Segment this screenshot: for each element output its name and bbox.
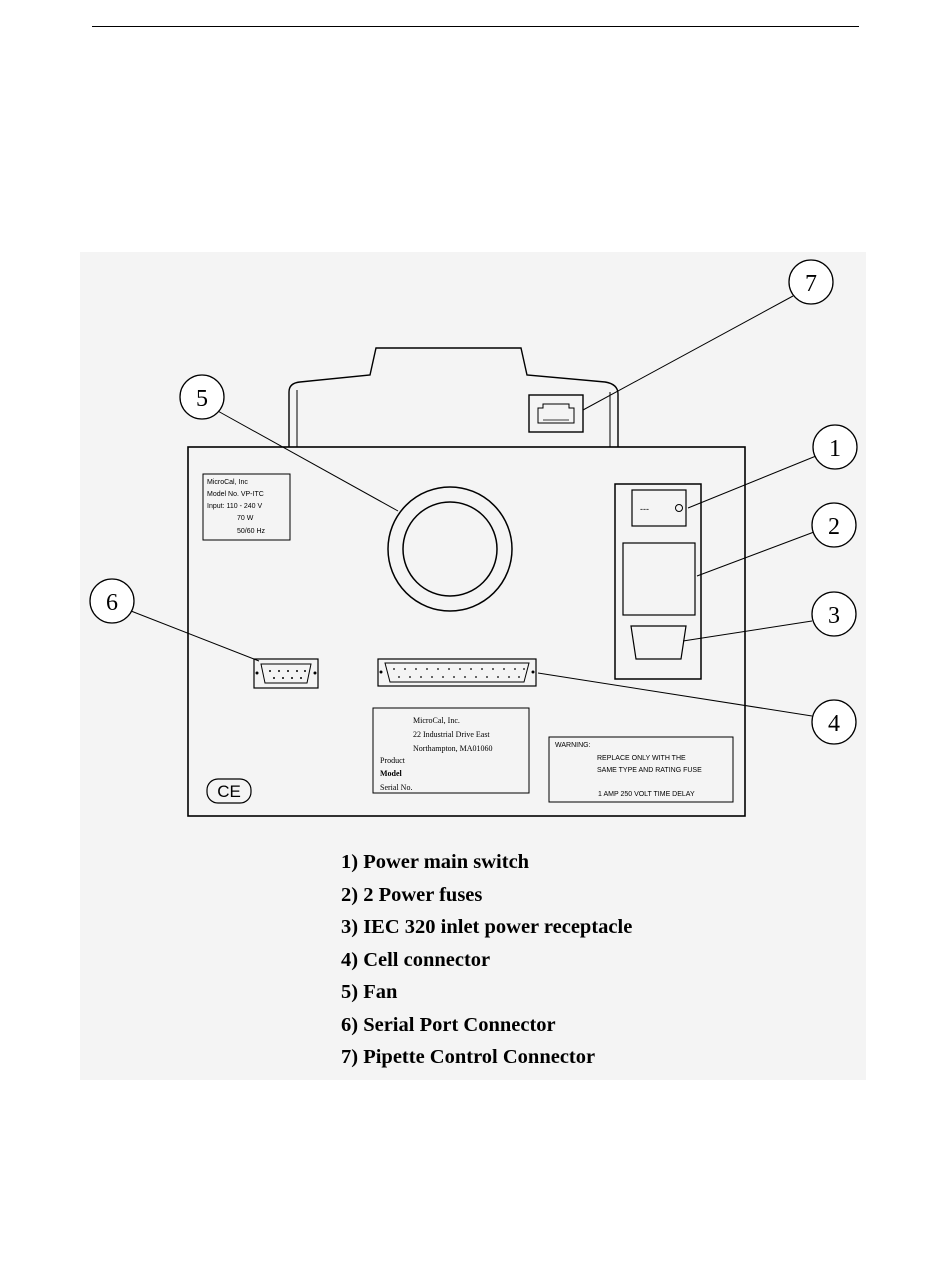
top-housing	[288, 347, 619, 447]
legend-item: 3) IEC 320 inlet power receptacle	[341, 916, 633, 938]
power-entry-module: ---	[614, 483, 702, 680]
rating-line-1: MicroCal, Inc	[207, 479, 248, 486]
callout-6-label: 6	[106, 590, 118, 616]
fuse-holder	[622, 542, 696, 616]
callout-1-label: 1	[829, 436, 841, 462]
callout-7-label: 7	[805, 271, 817, 297]
warning-line-1: REPLACE ONLY WITH THE	[597, 755, 686, 762]
rating-line-3: Input: 110 - 240 V	[207, 503, 262, 510]
rating-plate: MicroCal, Inc Model No. VP-ITC Input: 11…	[202, 473, 291, 541]
address-company: MicroCal, Inc.	[413, 716, 460, 725]
callout-3: 3	[811, 591, 857, 637]
leader-2	[696, 531, 815, 577]
leader-5	[215, 409, 399, 512]
rating-line-4: 70 W	[237, 515, 254, 522]
address-city: Northampton, MA01060	[413, 744, 493, 753]
legend-item: 5) Fan	[341, 981, 398, 1003]
cell-connector	[377, 658, 537, 687]
address-model: Model	[380, 769, 403, 778]
leader-6	[130, 610, 260, 662]
legend-item: 4) Cell connector	[341, 948, 491, 971]
fan	[387, 486, 513, 612]
callout-2-label: 2	[828, 514, 840, 540]
callout-7: 7	[788, 259, 834, 305]
leader-7	[582, 295, 794, 411]
callout-1: 1	[812, 424, 858, 470]
callout-2: 2	[811, 502, 857, 548]
switch-label: ---	[640, 504, 649, 514]
rating-line-5: 50/60 Hz	[237, 528, 266, 535]
legend-item: 2) 2 Power fuses	[341, 883, 483, 906]
warning-label: WARNING: REPLACE ONLY WITH THE SAME TYPE…	[548, 736, 734, 803]
power-main-switch	[631, 489, 687, 527]
address-street: 22 Industrial Drive East	[413, 730, 490, 739]
header-rule	[92, 26, 859, 27]
ce-mark: CE	[206, 778, 252, 804]
warning-line-2: SAME TYPE AND RATING FUSE	[597, 767, 702, 774]
leader-4	[537, 672, 813, 717]
warning-line-3: 1 AMP 250 VOLT TIME DELAY	[598, 791, 695, 798]
pipette-control-connector	[528, 394, 584, 433]
callout-4-label: 4	[828, 711, 840, 737]
callout-3-label: 3	[828, 603, 840, 629]
callout-6: 6	[89, 578, 135, 624]
leader-3	[682, 620, 813, 642]
callout-5: 5	[179, 374, 225, 420]
callout-5-label: 5	[196, 386, 208, 412]
legend-item: 1) Power main switch	[341, 851, 530, 873]
rating-line-2: Model No. VP-ITC	[207, 491, 264, 498]
legend-item: 7) Pipette Control Connector	[341, 1046, 596, 1068]
serial-port-connector	[253, 658, 319, 689]
legend-item: 6) Serial Port Connector	[341, 1013, 556, 1036]
legend-list: 1) Power main switch 2) 2 Power fuses 3)…	[341, 848, 632, 1076]
address-serial: Serial No.	[380, 783, 412, 792]
address-label: MicroCal, Inc. 22 Industrial Drive East …	[372, 707, 530, 794]
warning-heading: WARNING:	[555, 742, 591, 749]
callout-4: 4	[811, 699, 857, 745]
leader-1	[687, 455, 817, 509]
rear-panel	[187, 446, 746, 817]
iec-inlet	[630, 625, 687, 660]
address-product: Product	[380, 756, 406, 765]
ce-mark-text: CE	[217, 782, 241, 801]
leader-lines	[130, 295, 817, 717]
